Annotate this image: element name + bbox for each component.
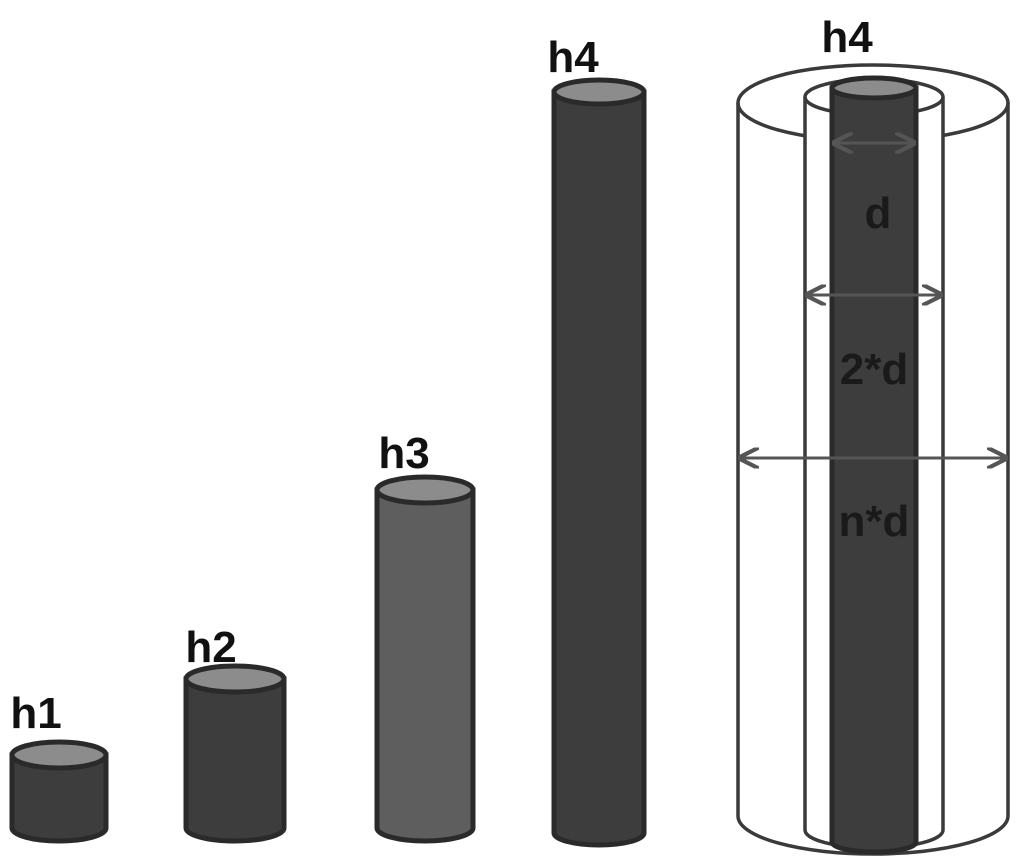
cylinder-top [551, 77, 647, 107]
dimension-label-2d: 2*d [840, 345, 908, 394]
inner-core-d [829, 85, 919, 855]
cylinder-h1 [9, 739, 109, 844]
cylinder-body [551, 89, 647, 848]
dimension-label-d: d [865, 189, 892, 238]
cylinder-h3 [374, 474, 476, 844]
cylinder-h4 [551, 77, 647, 848]
cylinder-top [183, 663, 287, 695]
cylinder-top [374, 474, 476, 506]
concentric-label-h4: h4 [821, 13, 873, 62]
cylinder-label-h4: h4 [547, 33, 599, 82]
cylinder-label-h2: h2 [185, 623, 236, 672]
cylinder-body [9, 752, 109, 844]
cylinder-top [9, 739, 109, 771]
cylinder-label-h1: h1 [10, 689, 61, 738]
cylinder-body [374, 487, 476, 844]
cylinder-h2 [183, 663, 287, 844]
dimension-label-n-d: n*d [839, 497, 910, 546]
inner-core-top [829, 75, 919, 101]
cylinder-body [183, 676, 287, 844]
cylinder-label-h3: h3 [378, 429, 429, 478]
